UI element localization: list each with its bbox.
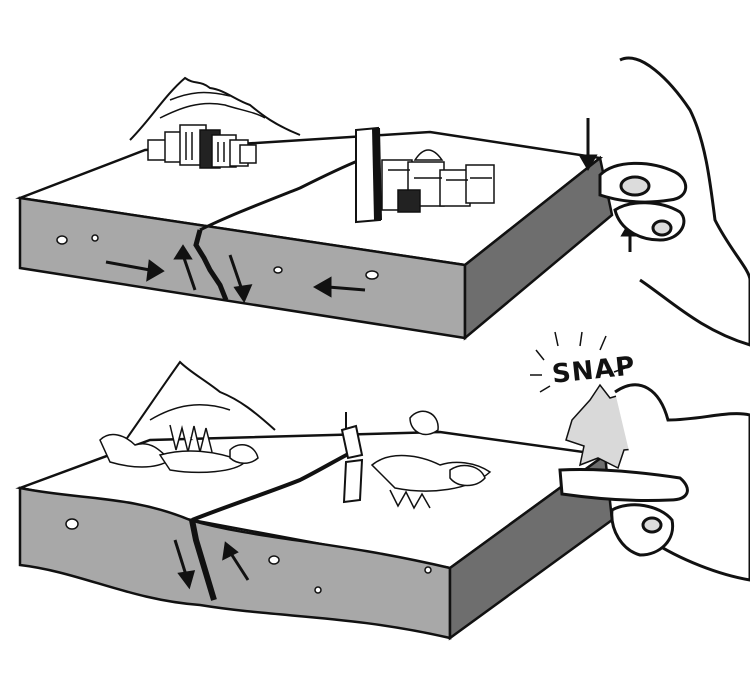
hand-icon [598, 56, 750, 347]
mountain-icon [119, 360, 276, 449]
snap-sound-effect: SNAP [530, 331, 637, 393]
panel-before [15, 56, 750, 347]
fault-crack-front [193, 229, 229, 301]
collapsed-city-icon [370, 410, 492, 510]
snap-label: SNAP [551, 351, 637, 390]
fault-crack-icon [199, 158, 361, 232]
fault-crack-front [189, 519, 217, 601]
hand-icon [558, 383, 750, 582]
arrow-icon [173, 539, 250, 590]
city-icon [381, 149, 495, 213]
fault-crack-icon [191, 446, 361, 522]
panel-after: SNAP [15, 331, 750, 641]
rocks [56, 234, 379, 280]
crust-block-before [15, 130, 614, 341]
collapsed-city-icon [99, 424, 259, 474]
mountain-icon [129, 76, 301, 141]
tower-icon [355, 126, 382, 224]
city-icon [147, 124, 257, 169]
crust-block-after [15, 430, 614, 641]
crust-side-face [463, 155, 614, 341]
rocks [65, 518, 432, 594]
tower-icon [340, 412, 364, 504]
